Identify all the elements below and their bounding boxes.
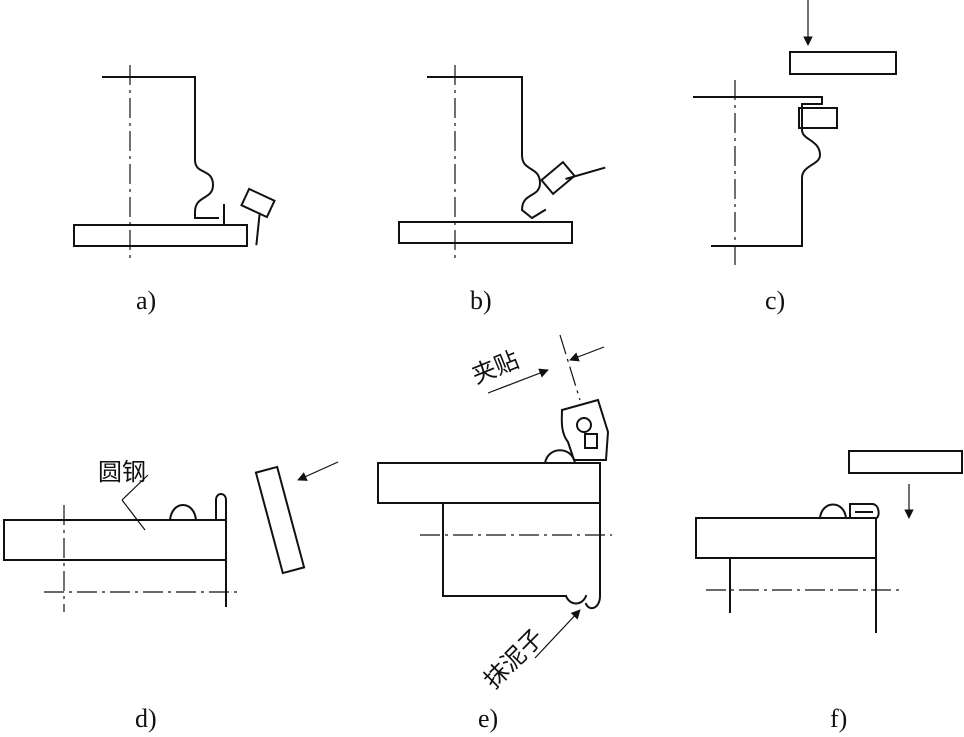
clamp-arrow-left [487, 368, 549, 394]
caption-a: a) [136, 286, 156, 315]
flattened-edge [849, 503, 880, 520]
caption-b: b) [470, 286, 492, 315]
label-putty: 抹泥子 [478, 624, 549, 695]
caption-e: e) [478, 704, 498, 733]
workpiece-profile [102, 76, 219, 219]
strike-arrow [297, 461, 339, 481]
wooden-press-block [848, 450, 963, 474]
bead [818, 503, 848, 520]
wooden-paddle [254, 465, 306, 575]
label-round-steel: 圆钢 [98, 458, 146, 486]
caption-c: c) [765, 286, 785, 315]
panel-d: 圆钢 d) [3, 458, 339, 733]
workpiece-profile [427, 76, 547, 220]
base-plate [398, 221, 573, 244]
panel-f: f) [695, 450, 963, 733]
wooden-press-block [789, 51, 897, 75]
mallet-icon [240, 187, 276, 246]
steel-bar-section [377, 462, 601, 504]
base-plate [73, 224, 248, 247]
panel-e: 夹贴 抹泥子 e) [377, 334, 612, 733]
caption-f: f) [830, 704, 847, 733]
steel-bar-section [3, 519, 227, 561]
panel-c: c) [693, 0, 897, 315]
clamp-tool [560, 398, 610, 461]
panel-b: b) [398, 65, 606, 315]
clamp-arrow-right [569, 346, 605, 362]
caption-d: d) [135, 704, 157, 733]
flange-section [798, 107, 838, 129]
putty-arrow [534, 609, 581, 659]
panel-a: a) [73, 65, 276, 315]
mallet-icon [540, 160, 606, 196]
workpiece-profile [693, 96, 823, 247]
steel-bar-section [695, 517, 877, 559]
bead [168, 504, 198, 522]
putty-bead [564, 594, 588, 605]
curled-edge [215, 493, 227, 521]
